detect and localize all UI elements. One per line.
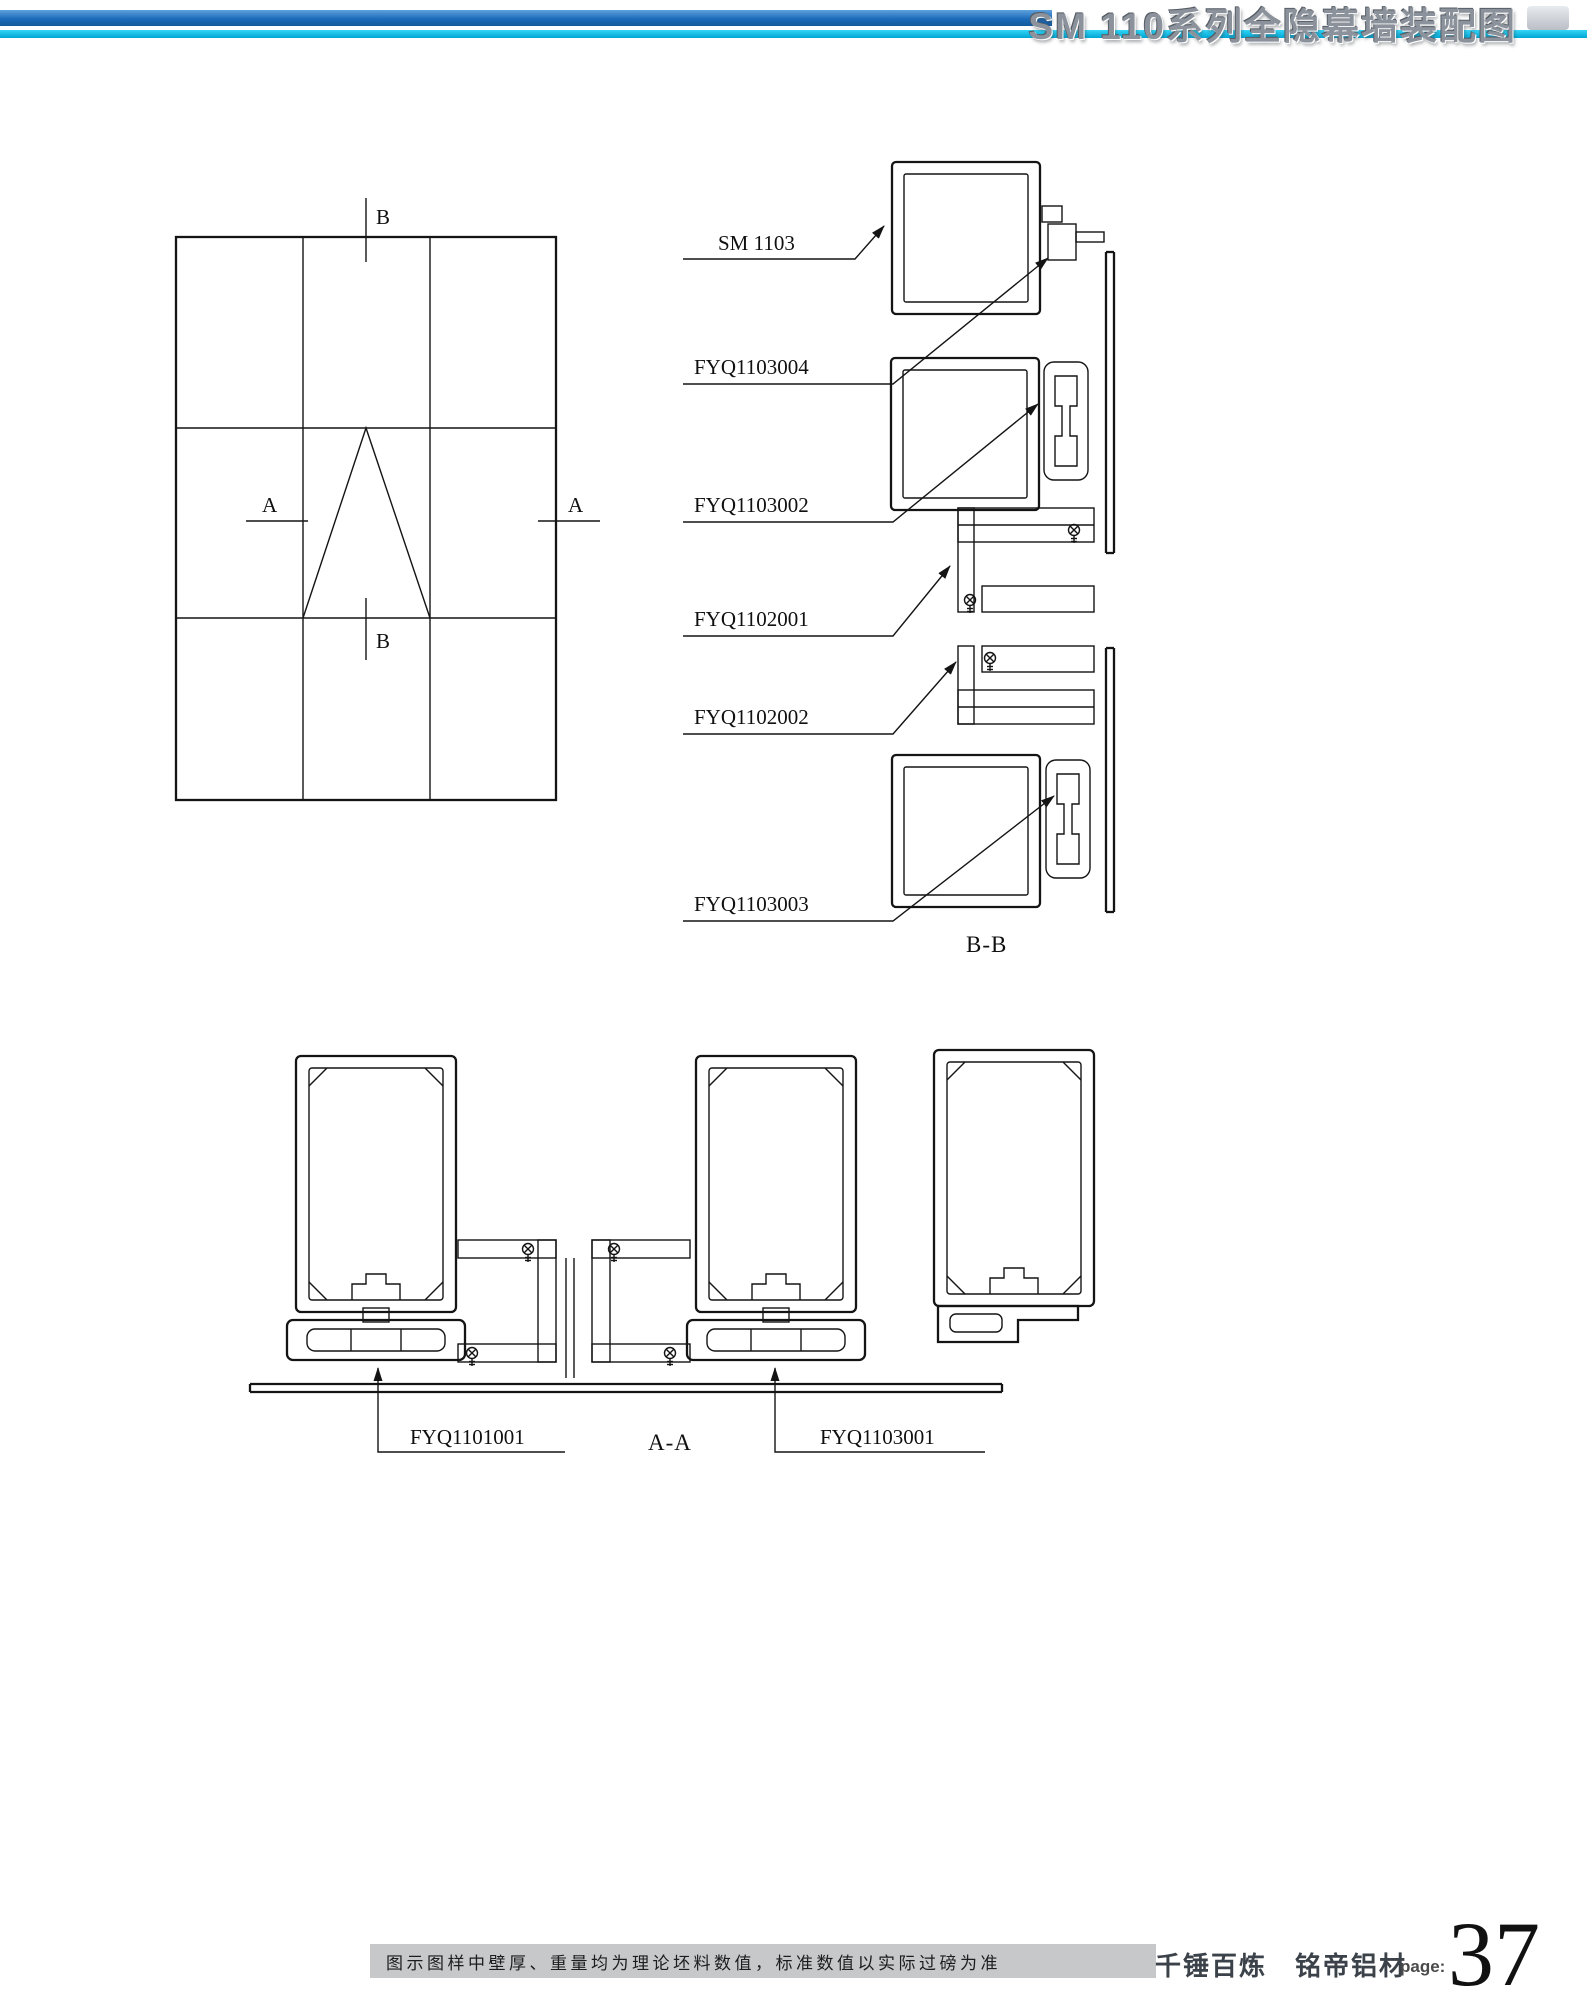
label-a-right: A xyxy=(568,493,584,517)
screw-icon xyxy=(983,651,997,672)
label-b-top: B xyxy=(376,205,390,229)
header-blue-bar xyxy=(0,10,1052,26)
panel-frame-top xyxy=(890,160,1042,316)
callout-fyq1101001: FYQ1101001 xyxy=(410,1425,525,1449)
section-aa-drawing: FYQ1101001 FYQ1103001 A-A xyxy=(248,1048,1096,1455)
right-bracket xyxy=(936,1304,1080,1344)
callout-fyq1103001: FYQ1103001 xyxy=(820,1425,935,1449)
screw-icon xyxy=(521,1242,535,1263)
header-cyan-bar xyxy=(0,30,1587,38)
callout-fyq1103004: FYQ1103004 xyxy=(694,355,809,379)
mullion-left xyxy=(294,1054,458,1314)
opening-triangle xyxy=(302,425,431,619)
section-bb-callouts: SM 1103 FYQ1103004 FYQ1103002 FYQ1102001… xyxy=(683,225,1055,957)
mullion-right xyxy=(932,1048,1096,1308)
stack-joint-lower xyxy=(957,645,1095,725)
screw-icon xyxy=(1067,523,1081,544)
callout-fyq1102001: FYQ1102001 xyxy=(694,607,809,631)
section-aa-caption: A-A xyxy=(648,1430,692,1455)
page-title: SM 110系列全隐幕墙装配图 xyxy=(1028,6,1517,47)
page-label: page: xyxy=(1400,1957,1446,1976)
top-glazing-clip xyxy=(1041,205,1105,261)
footer-disclaimer-bar: 图示图样中壁厚、重量均为理论坯料数值，标准数值以实际过磅为准 xyxy=(370,1944,1156,1978)
glass-lines-aa xyxy=(248,1382,1004,1394)
glass-lines-bb xyxy=(1104,250,1116,914)
mullion-middle xyxy=(694,1054,858,1314)
callout-fyq1103002: FYQ1103002 xyxy=(694,493,809,517)
section-bb-drawing: SM 1103 FYQ1103004 FYQ1103002 FYQ1102001… xyxy=(683,160,1116,957)
label-b-bottom: B xyxy=(376,629,390,653)
left-connector xyxy=(457,1239,557,1363)
page-number: 37 xyxy=(1448,1903,1540,1999)
screw-icon xyxy=(663,1346,677,1367)
stack-joint-upper xyxy=(957,507,1095,613)
header-endcap xyxy=(1527,6,1569,30)
adaptor-plate-left xyxy=(285,1306,467,1362)
footer-disclaimer: 图示图样中壁厚、重量均为理论坯料数值，标准数值以实际过磅为准 xyxy=(386,1953,1001,1973)
panel-frame-bottom xyxy=(890,753,1042,909)
joint-gap-lines xyxy=(565,1258,575,1378)
adaptor-plate-middle xyxy=(685,1306,867,1362)
footer-brand: 千锤百炼 铭帝铝材 xyxy=(1155,1952,1408,1981)
section-bb-caption: B-B xyxy=(966,932,1007,957)
panel-frame-middle xyxy=(889,356,1041,512)
section-aa-callouts: FYQ1101001 FYQ1103001 A-A xyxy=(373,1367,985,1455)
right-connector xyxy=(591,1239,691,1363)
bone-connector-middle xyxy=(1043,361,1089,481)
label-a-left: A xyxy=(262,493,278,517)
callout-fyq1102002: FYQ1102002 xyxy=(694,705,809,729)
elevation-diagram: B B A A xyxy=(174,198,600,802)
callout-fyq1103003: FYQ1103003 xyxy=(694,892,809,916)
screw-icon xyxy=(465,1346,479,1367)
callout-sm1103: SM 1103 xyxy=(718,231,795,255)
bone-connector-bottom xyxy=(1045,759,1091,879)
